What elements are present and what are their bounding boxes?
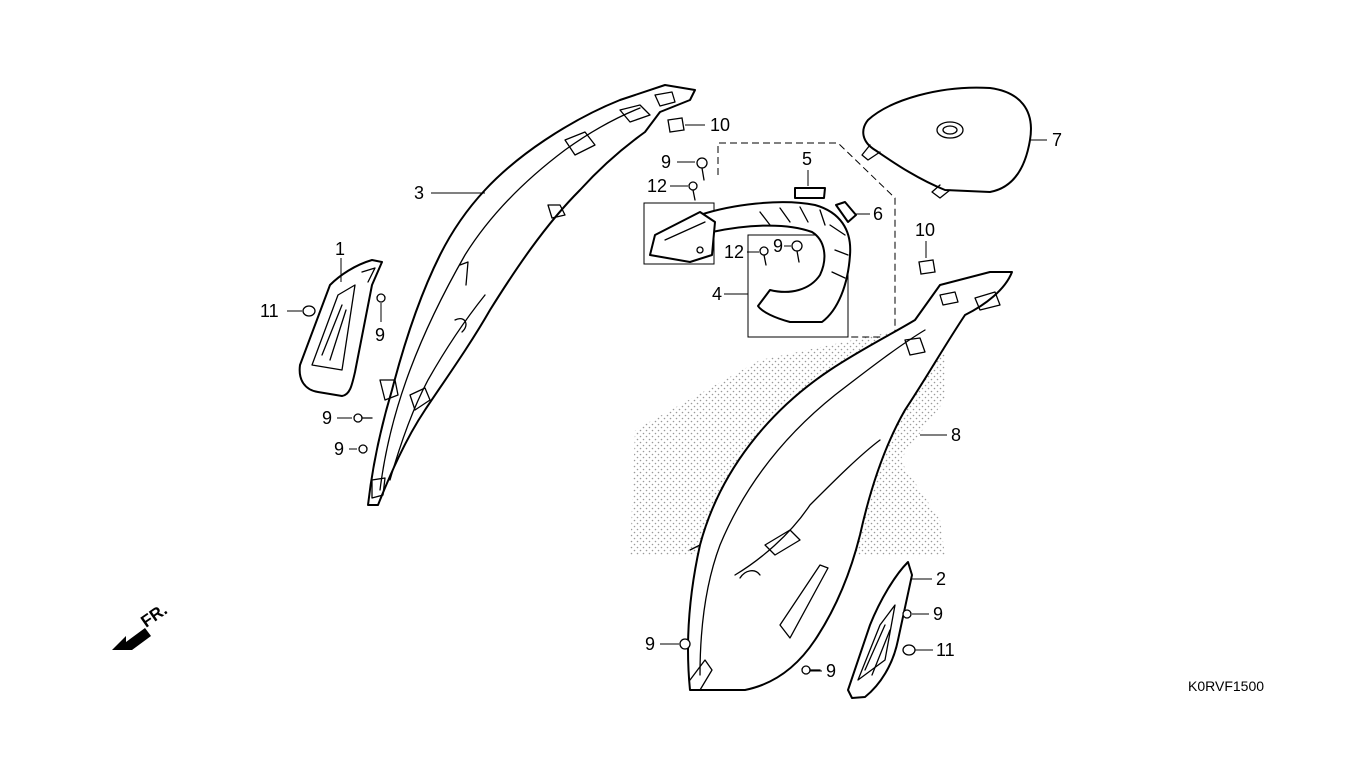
screw-12-a — [688, 181, 698, 201]
callout-11-right: 11 — [936, 640, 955, 660]
callout-9-bottom-left: 9 — [645, 634, 655, 654]
nut-11-b — [902, 644, 916, 656]
callout-12-mid: 12 — [724, 242, 744, 262]
direction-label: FR. — [137, 600, 170, 631]
diagram-code: K0RVF1500 — [1188, 678, 1264, 694]
screw-9-d — [353, 413, 373, 423]
callout-11-left: 11 — [260, 301, 279, 321]
screw-9-f — [679, 638, 691, 650]
part-1-garnish — [298, 259, 383, 397]
callout-6: 6 — [873, 204, 883, 224]
nut-10-b — [918, 259, 936, 275]
callout-7: 7 — [1052, 130, 1062, 150]
screw-9-b — [791, 240, 803, 263]
nut-11-a — [302, 305, 316, 317]
part-4-inner-cover — [649, 201, 852, 323]
part-3-side-cover — [367, 84, 696, 506]
callout-9-bottom: 9 — [826, 661, 836, 681]
arrow-front-icon: FR. — [112, 600, 171, 650]
screw-9-e — [358, 444, 368, 454]
callout-labels: 3 1 11 9 9 9 10 9 12 5 6 12 9 4 7 10 8 2… — [260, 115, 1062, 681]
leader-lines — [287, 124, 1047, 672]
callout-9-left-a: 9 — [375, 325, 385, 345]
callout-5: 5 — [802, 149, 812, 169]
part-5-clip — [794, 187, 826, 199]
fasteners — [302, 117, 936, 675]
screw-9-a — [696, 157, 708, 181]
screw-12-b — [759, 246, 769, 266]
screw-9-g — [801, 665, 821, 675]
callout-3: 3 — [414, 183, 424, 203]
screw-9-h — [902, 609, 912, 619]
part-2-garnish — [847, 561, 913, 699]
part-8-side-cover — [687, 271, 1013, 691]
callout-10-right: 10 — [915, 220, 935, 240]
callout-2: 2 — [936, 569, 946, 589]
part-7-pad — [861, 86, 1032, 199]
callout-9-mid: 9 — [773, 236, 783, 256]
callout-9-left-c: 9 — [334, 439, 344, 459]
part-6-clip — [835, 201, 857, 223]
callout-10-top: 10 — [710, 115, 730, 135]
callout-9-top: 9 — [661, 152, 671, 172]
callout-8: 8 — [951, 425, 961, 445]
screw-9-c — [376, 293, 386, 303]
callout-1: 1 — [335, 239, 345, 259]
callout-4: 4 — [712, 284, 722, 304]
callout-9-left-b: 9 — [322, 408, 332, 428]
callout-12-top: 12 — [647, 176, 667, 196]
callout-9-right: 9 — [933, 604, 943, 624]
nut-10-a — [667, 117, 685, 133]
